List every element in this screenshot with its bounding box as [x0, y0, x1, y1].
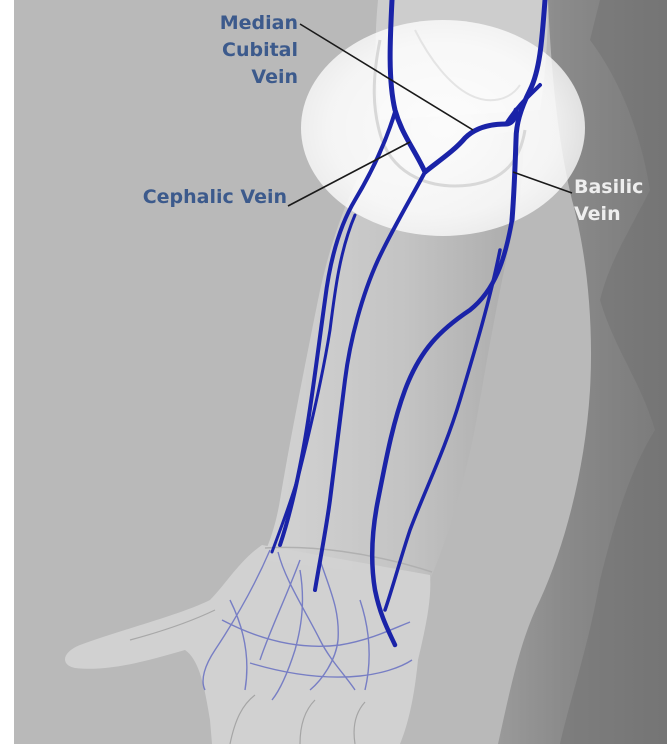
median-cubital-line3: Vein — [251, 66, 298, 88]
median-cubital-line2: Cubital — [222, 39, 298, 61]
label-cephalic-vein: Cephalic Vein — [143, 186, 287, 208]
basilic-line1: Basilic — [574, 176, 643, 198]
basilic-line2: Vein — [574, 203, 621, 225]
median-cubital-line1: Median — [220, 12, 298, 34]
left-margin — [0, 0, 14, 744]
